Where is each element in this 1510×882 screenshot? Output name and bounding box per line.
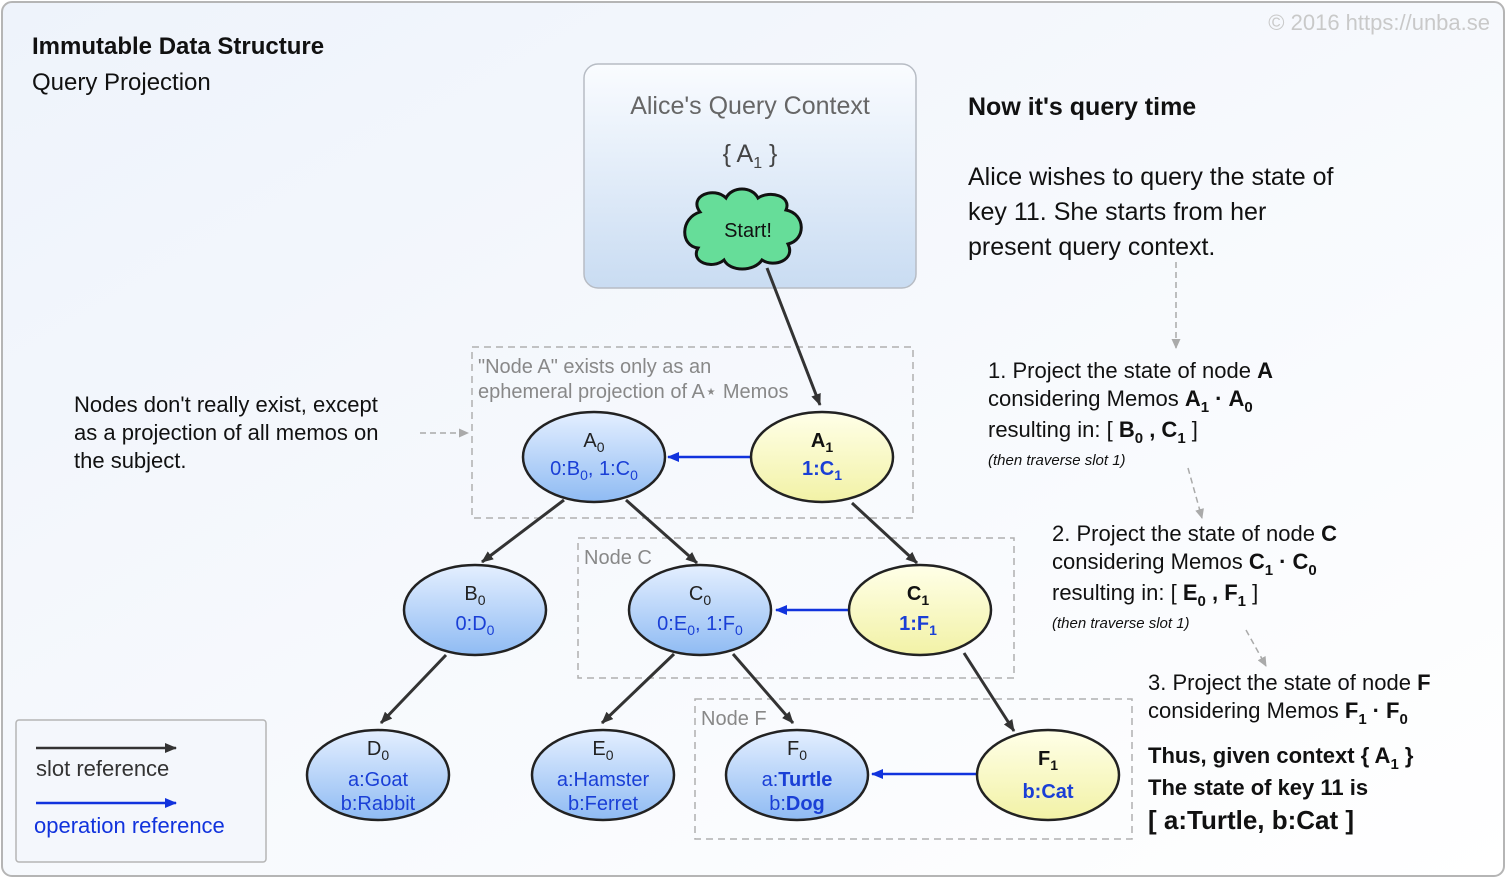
node-e0-label: E0: [592, 738, 613, 763]
side-note-line-1: Nodes don't really exist, except: [74, 392, 378, 417]
connector-step1-to-step2: [1187, 467, 1204, 519]
node-f0-value-a: a:Turtle: [762, 769, 833, 791]
copyright: © 2016 https://unba.se: [1268, 10, 1490, 35]
side-note-line-2: as a projection of all memos on: [74, 420, 379, 445]
step1-line-2: considering Memos A1·A0: [988, 386, 1253, 416]
conclusion-line-2: The state of key 11 is: [1148, 775, 1368, 800]
node-c1-values: 1:F1: [899, 613, 937, 638]
node-b0-values: 0:D0: [456, 613, 495, 638]
step2-line-2: considering Memos C1·C0: [1052, 549, 1317, 579]
node-e0: [530, 728, 676, 822]
node-a0: [521, 410, 667, 504]
group-node-a-label-2: ephemeral projection of A⋆ Memos: [478, 381, 788, 403]
node-a1-label: A1: [811, 430, 833, 455]
step3-line-2: considering Memos F1·F0: [1148, 698, 1408, 728]
step3-line-1: 3. Project the state of node F: [1148, 670, 1431, 695]
node-e0-value-a: a:Hamster: [557, 769, 650, 791]
arrow-a0-to-b0: [481, 498, 565, 564]
node-c0: [627, 563, 773, 657]
connector-step2-to-step3: [1245, 629, 1267, 667]
node-c0-values: 0:E0, 1:F0: [657, 613, 743, 638]
diagram-subtitle: Query Projection: [32, 69, 211, 96]
query-context-set: { A1 }: [723, 140, 778, 172]
arrow-c1-to-f1: [962, 652, 1016, 732]
arrow-b0-to-d0: [379, 653, 448, 725]
query-context-title: Alice's Query Context: [630, 92, 870, 120]
node-f1-value: b:Cat: [1022, 781, 1073, 803]
right-intro-line-3: present query context.: [968, 233, 1215, 261]
side-note-line-3: the subject.: [74, 448, 187, 473]
group-node-c-label: Node C: [584, 547, 652, 569]
legend-slot-label: slot reference: [36, 756, 169, 781]
group-node-a-label-1: "Node A" exists only as an: [478, 356, 711, 378]
legend-box: [15, 719, 267, 863]
right-heading: Now it's query time: [968, 93, 1196, 121]
arrow-c0-to-f0: [731, 653, 795, 724]
group-node-f: [694, 698, 1133, 840]
start-cloud: [683, 187, 803, 271]
right-intro-line-1: Alice wishes to query the state of: [968, 163, 1334, 191]
group-node-a: [471, 346, 914, 519]
node-f0-label: F0: [787, 738, 807, 763]
node-a1-values: 1:C1: [802, 458, 842, 483]
step2-line-3: resulting in: [ E0 , F1 ]: [1052, 580, 1258, 610]
right-intro-line-2: key 11. She starts from her: [968, 198, 1266, 226]
step1-line-3: resulting in: [ B0 , C1 ]: [988, 417, 1198, 447]
node-f0-value-b: b:Dog: [769, 793, 825, 815]
node-d0-value-b: b:Rabbit: [341, 793, 416, 815]
node-a1: [749, 410, 895, 504]
conclusion-line-1: Thus, given context { A1 }: [1148, 743, 1414, 773]
diagram-title: Immutable Data Structure: [32, 33, 324, 60]
query-context-box: [583, 63, 917, 289]
step1-note: (then traverse slot 1): [988, 452, 1126, 469]
node-d0: [305, 728, 451, 822]
group-node-c: [577, 537, 1015, 679]
node-c1: [847, 563, 993, 657]
arrow-c0-to-e0: [600, 652, 676, 725]
legend-operation-label: operation reference: [34, 813, 225, 838]
node-a0-values: 0:B0, 1:C0: [550, 458, 638, 483]
node-f0: [724, 728, 870, 822]
node-c0-label: C0: [689, 583, 711, 608]
node-f1: [975, 728, 1121, 822]
node-a0-label: A0: [583, 430, 604, 455]
arrow-a1-to-c1: [850, 501, 919, 565]
node-b0-label: B0: [464, 583, 485, 608]
arrow-start-to-a1: [765, 267, 822, 406]
node-b0: [402, 563, 548, 657]
node-d0-value-a: a:Goat: [348, 769, 408, 791]
node-c1-label: C1: [907, 583, 929, 608]
group-node-f-label: Node F: [701, 708, 767, 730]
node-e0-value-b: b:Ferret: [568, 793, 638, 815]
step2-line-1: 2. Project the state of node C: [1052, 521, 1337, 546]
arrow-a0-to-c0: [625, 498, 698, 565]
step2-note: (then traverse slot 1): [1052, 615, 1190, 632]
node-f1-label: F1: [1038, 748, 1058, 773]
node-d0-label: D0: [367, 738, 389, 763]
conclusion-line-3: [ a:Turtle, b:Cat ]: [1148, 805, 1354, 835]
start-label: Start!: [724, 220, 772, 242]
step1-line-1: 1. Project the state of node A: [988, 358, 1273, 383]
